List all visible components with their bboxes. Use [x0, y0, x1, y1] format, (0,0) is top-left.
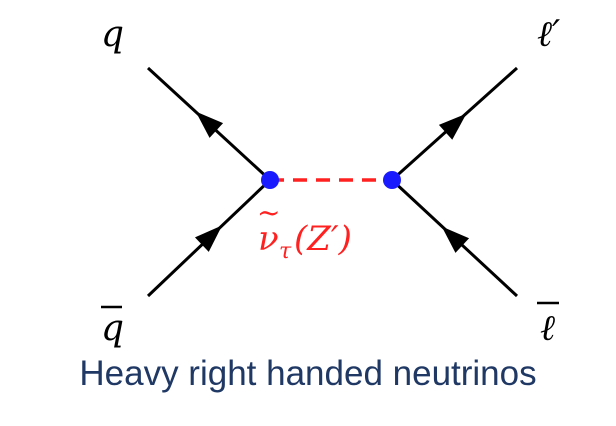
caption: Heavy right handed neutrinos — [79, 354, 537, 393]
mediator-symbol: ν — [258, 219, 279, 259]
left-vertex — [261, 171, 279, 189]
lepton-prime-arrow-icon — [438, 113, 467, 140]
antiquark-label: q — [101, 308, 124, 349]
lepton-prime-label: ℓ′ — [537, 14, 560, 55]
quark-label: q — [101, 14, 124, 55]
mediator-tilde: ~ — [257, 196, 280, 229]
antilepton-arrow-icon — [441, 226, 470, 253]
antiquark-arrow-icon — [194, 225, 223, 252]
mediator-subscript: τ — [279, 239, 292, 264]
right-vertex — [383, 171, 401, 189]
antilepton-label: ℓ — [540, 308, 555, 349]
mediator-label: ~ ν τ (Z′) — [257, 196, 352, 264]
mediator-paren: (Z′) — [294, 219, 352, 259]
quark-arrow-icon — [195, 111, 224, 138]
